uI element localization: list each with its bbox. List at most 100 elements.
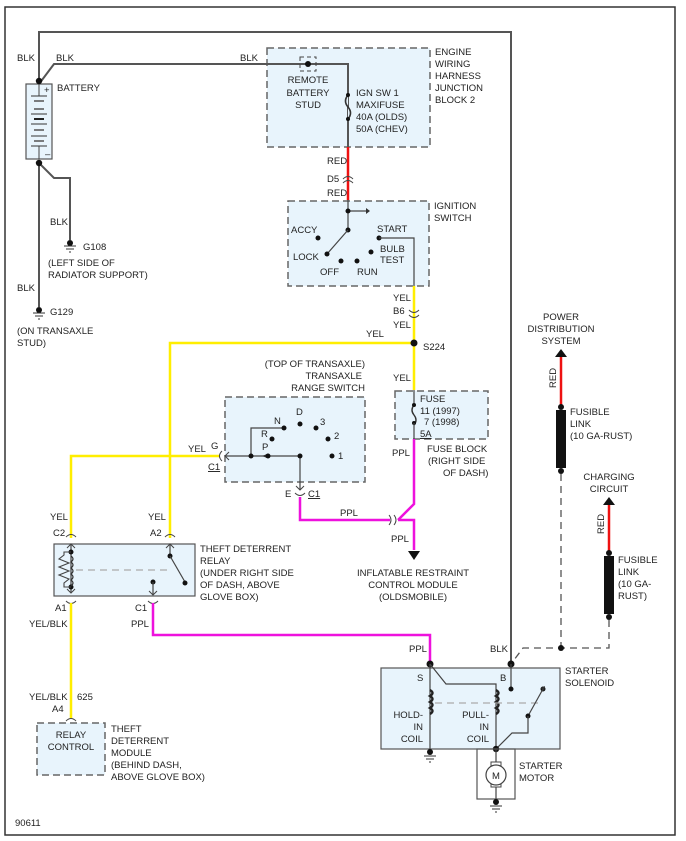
junction-block-2: REMOTE BATTERY STUD IGN SW 1 MAXIFUSE 40…	[240, 47, 483, 148]
range-conn-out-label: C1	[308, 489, 320, 500]
ign-label-start: START	[377, 224, 407, 235]
theft-deterrent-relay: YEL YEL C2 A2 A1 C1 YEL/BLK PPL THEFT DE…	[29, 512, 294, 630]
battery-label: BATTERY	[57, 83, 101, 94]
range-pin-in-label: G	[211, 441, 218, 452]
diagram-frame	[4, 6, 676, 836]
range-switch-title-1: (TOP OF TRANSAXLE)	[265, 359, 365, 370]
pds-label-3: SYSTEM	[541, 336, 580, 347]
maxifuse-label-2: MAXIFUSE	[356, 100, 405, 111]
range-pin-out-label: E	[285, 489, 291, 500]
charging-label-1: CHARGING	[583, 472, 634, 483]
airbag-arrow-icon	[408, 551, 420, 560]
ign-label-lock: LOCK	[293, 252, 320, 263]
splice-wire-left-label: YEL	[366, 329, 384, 340]
module-inner-1: RELAY	[56, 730, 87, 741]
starter-wire-b-label: BLK	[490, 644, 509, 655]
relay-resistor-icon	[57, 551, 71, 588]
red-wire-d5: RED D5 RED	[327, 147, 354, 200]
starter-solenoid: S B PPL BLK HOLD- IN COIL PULL- IN COIL …	[380, 644, 614, 763]
starter-solenoid-box	[380, 667, 561, 750]
range-pos-3	[313, 425, 319, 431]
relay-wire-a2-label: YEL	[148, 512, 166, 523]
fuse-block-title-2: (RIGHT SIDE	[428, 456, 485, 467]
battery-plus-sign: +	[44, 85, 50, 96]
g108-id: G108	[83, 242, 106, 253]
g129-location-1: (ON TRANSAXLE	[17, 326, 93, 337]
remote-battery-stud	[305, 61, 311, 67]
starter-pin-s: S	[417, 673, 423, 684]
theft-module-box	[36, 722, 106, 776]
ign-label-test: TEST	[380, 255, 404, 266]
fuse-block-title-3: OF DASH)	[443, 468, 488, 479]
transaxle-range-switch: (TOP OF TRANSAXLE) TRANSAXLE RANGE SWITC…	[69, 359, 366, 535]
fuse-wire-out-label: PPL	[392, 448, 410, 459]
starter-switch-blade	[527, 688, 544, 717]
range-label-d: D	[296, 407, 303, 418]
range-label-n: N	[274, 416, 281, 427]
fuse-label-3: 7 (1998)	[424, 417, 459, 428]
inflatable-restraint-module: PPL INFLATABLE RESTRAINT CONTROL MODULE …	[357, 518, 469, 603]
fuse-block-title-1: FUSE BLOCK	[427, 444, 488, 455]
fl1-label-1: FUSIBLE	[570, 407, 610, 418]
fl1-label-3: (10 GA-RUST)	[570, 431, 632, 442]
theft-relay-title-5: GLOVE BOX)	[200, 592, 259, 603]
hold-label-2: IN	[414, 722, 424, 733]
ignition-title-1: IGNITION	[434, 201, 476, 212]
relay-wire-a1-label: YEL/BLK	[29, 619, 68, 630]
fuse-label-1: FUSE	[420, 394, 445, 405]
diagram-id: 90611	[15, 818, 41, 829]
relay-pin-c2: C2	[53, 528, 65, 539]
junction-title-1: ENGINE	[435, 47, 471, 58]
charging-label-2: CIRCUIT	[590, 484, 629, 495]
range-label-p: P	[262, 442, 268, 453]
pds-label-2: DISTRIBUTION	[527, 324, 594, 335]
wire-label-blk-left: BLK	[17, 53, 36, 64]
theft-relay-title-2: RELAY	[200, 556, 231, 567]
ign-label-run: RUN	[357, 267, 378, 278]
g108-wire-label: BLK	[50, 217, 69, 228]
module-title-3: MODULE	[111, 748, 152, 759]
range-wire-out-label: PPL	[340, 508, 358, 519]
fuse-rating: 5A	[420, 429, 432, 440]
maxifuse-label-1: IGN SW 1	[356, 88, 399, 99]
maxifuse-symbol	[344, 94, 352, 120]
starter-motor-symbol	[485, 764, 507, 786]
d5-wire-bottom-label: RED	[327, 188, 347, 199]
relay-pin-a2: A2	[150, 528, 162, 539]
pds-wire-label: RED	[548, 368, 559, 388]
relay-switch-blade	[169, 555, 186, 583]
yel-wire-b6: YEL B6 YEL	[393, 286, 420, 390]
g108-location-2: RADIATOR SUPPORT)	[48, 270, 148, 281]
module-pin-label: A4	[52, 704, 64, 715]
module-wire-label: YEL/BLK	[29, 692, 68, 703]
range-switch-title-3: RANGE SWITCH	[291, 383, 365, 394]
ground-g129: BLK G129 (ON TRANSAXLE STUD)	[17, 283, 93, 349]
fl2-label-3: (10 GA-	[618, 579, 651, 590]
stud-label-2: BATTERY	[287, 88, 331, 99]
range-wire-in-label: YEL	[188, 444, 206, 455]
inline-connector-symbol	[388, 514, 397, 526]
splice-s224-dot	[410, 339, 418, 347]
range-pos-1	[329, 453, 335, 459]
b6-connector-label: B6	[393, 306, 405, 317]
range-switch-box	[224, 396, 366, 483]
range-pos-d	[297, 421, 303, 427]
fl2-label-1: FUSIBLE	[618, 555, 658, 566]
junction-title-2: WIRING	[435, 59, 470, 70]
range-label-1: 1	[338, 451, 343, 462]
motor-symbol-label: M	[492, 771, 500, 782]
module-inner-2: CONTROL	[48, 742, 94, 753]
motor-label-2: MOTOR	[519, 773, 554, 784]
ignition-switch: ACCY LOCK OFF RUN START BULB TEST IGNITI…	[287, 200, 476, 287]
module-title-1: THEFT	[111, 724, 142, 735]
blk-wire-battery-to-starter	[38, 31, 512, 662]
pull-label-3: COIL	[467, 734, 489, 745]
fuse-block: FUSE 11 (1997) 7 (1998) 5A FUSE BLOCK (R…	[392, 390, 489, 521]
airbag-wire-label: PPL	[391, 534, 409, 545]
fl2-label-4: RUST)	[618, 591, 647, 602]
module-title-5: ABOVE GLOVE BOX)	[111, 772, 205, 783]
module-title-4: (BEHIND DASH,	[111, 760, 182, 771]
g129-wire-label: BLK	[17, 283, 36, 294]
fl2-label-2: LINK	[618, 567, 640, 578]
